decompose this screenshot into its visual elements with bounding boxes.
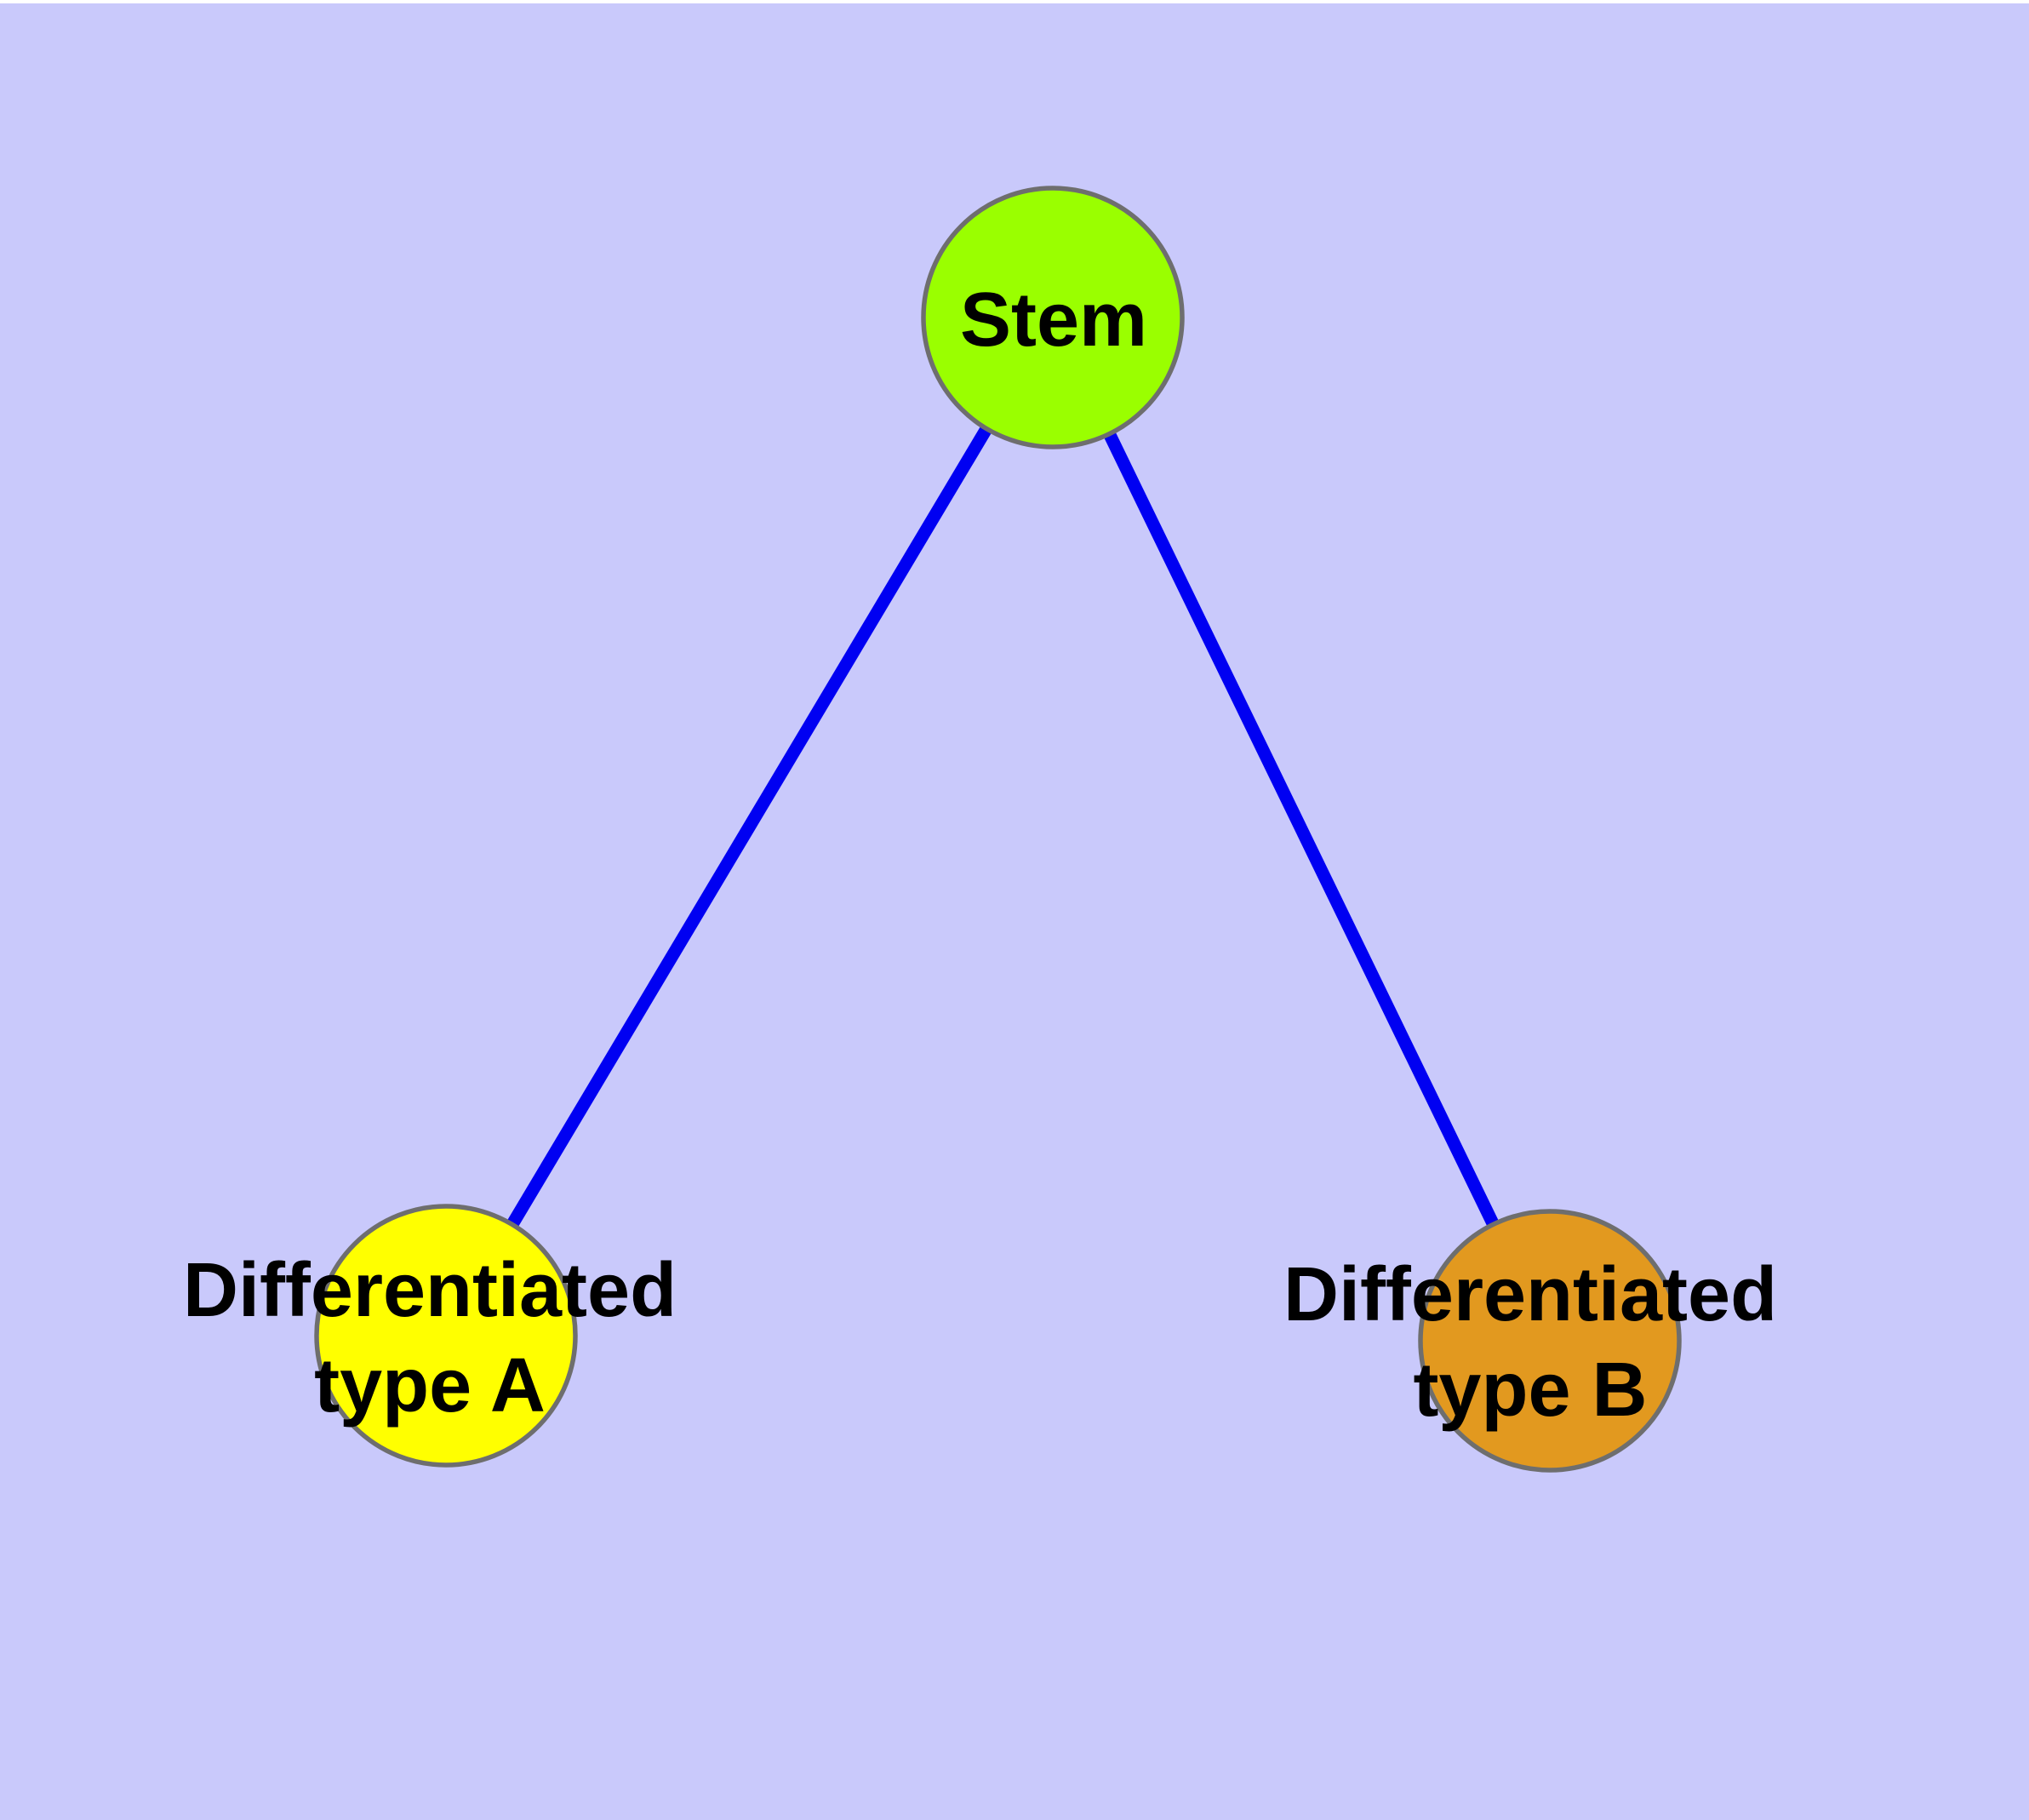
node-type-a-circle [314,1204,578,1468]
node-stem-label-line1: Stem [959,278,1148,363]
node-type-b-label-line1: Differentiated [1283,1252,1778,1337]
node-stem-label: Stem [960,272,1147,368]
edge-stem-to-type-a [440,314,1059,1339]
node-type-b-label-line2: type B [1413,1348,1648,1433]
graph-svg [314,186,1682,1473]
node-stem-circle [921,186,1185,449]
node-type-b-circle [1418,1209,1682,1473]
edge-stem-to-type-b [1047,314,1556,1344]
node-type-a-label: Differentiated type A [183,1243,677,1434]
graph-canvas: Stem Differentiated type A Differentiate… [0,3,2029,1820]
node-type-a-label-line1: Differentiated [182,1248,677,1333]
node-type-b-label: Differentiated type B [1283,1247,1777,1438]
node-type-a-label-line2: type A [314,1343,546,1428]
